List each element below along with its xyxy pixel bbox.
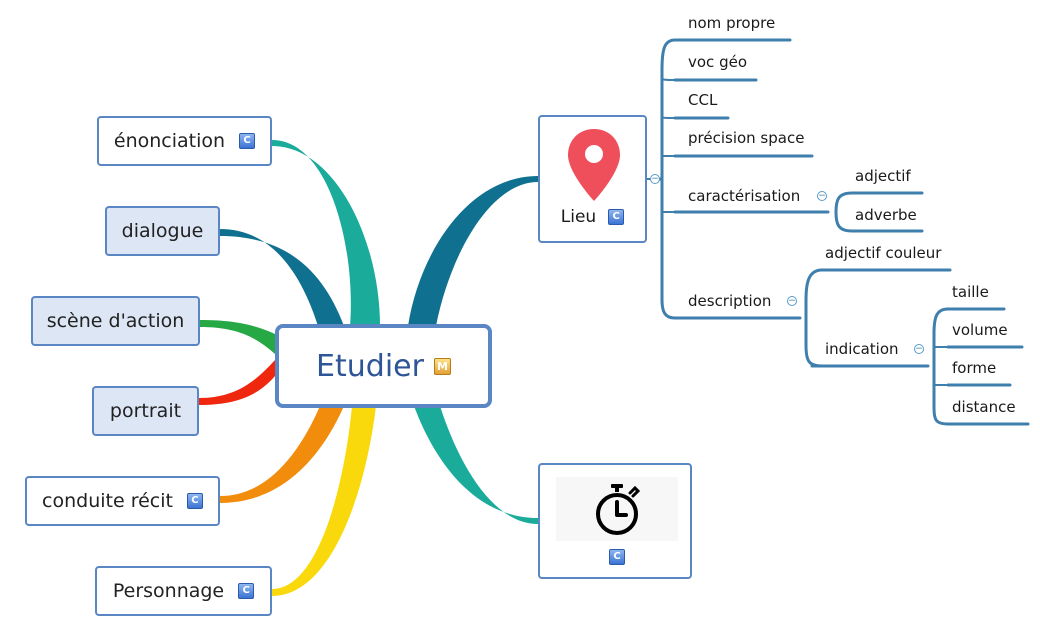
callout-badge-icon[interactable]: C xyxy=(609,549,625,565)
callout-badge-icon[interactable]: C xyxy=(239,133,256,149)
lieu-child-link-2 xyxy=(661,116,676,119)
branch-portrait xyxy=(199,360,275,405)
node-timer[interactable]: C xyxy=(538,463,692,579)
topic-adjectif-couleur[interactable]: adjectif couleur xyxy=(825,244,942,262)
branch-lieu xyxy=(408,176,538,326)
topic-forme[interactable]: forme xyxy=(952,359,997,377)
node-label: portrait xyxy=(109,400,182,422)
topic-volume[interactable]: volume xyxy=(952,321,1008,339)
node-label: dialogue xyxy=(121,220,204,242)
node-lieu[interactable]: Lieu C xyxy=(538,115,647,243)
node-label: Personnage xyxy=(112,580,225,602)
callout-badge-icon[interactable]: C xyxy=(186,493,203,509)
node-dialogue[interactable]: dialogue xyxy=(105,206,220,256)
map-pin-icon xyxy=(568,129,620,201)
branch-enonciation xyxy=(272,140,380,326)
branch-scene-action xyxy=(200,320,275,354)
callout-badge-icon[interactable]: C xyxy=(608,209,625,225)
node-label: conduite récit xyxy=(42,490,173,512)
topic-adverbe[interactable]: adverbe xyxy=(855,206,917,224)
node-personnage[interactable]: Personnage C xyxy=(95,566,272,616)
timer-image xyxy=(556,477,678,541)
indication-fork xyxy=(908,307,950,426)
topic-caracterisation[interactable]: caractérisation xyxy=(688,187,801,205)
topic-adjectif[interactable]: adjectif xyxy=(855,167,911,185)
lieu-child-link-1 xyxy=(661,77,676,81)
branch-personnage xyxy=(272,406,376,596)
node-scene-action[interactable]: scène d'action xyxy=(31,296,200,346)
node-label: scène d'action xyxy=(46,310,185,332)
topic-taille[interactable]: taille xyxy=(952,283,989,301)
description-fork xyxy=(784,268,824,368)
node-portrait[interactable]: portrait xyxy=(92,386,199,436)
topic-description[interactable]: description xyxy=(688,292,772,310)
node-label: énonciation xyxy=(113,130,226,152)
topic-precision-space[interactable]: précision space xyxy=(688,129,805,147)
node-label: Lieu xyxy=(560,207,597,227)
node-enonciation[interactable]: énonciation C xyxy=(97,116,272,166)
topic-indication[interactable]: indication xyxy=(825,340,899,358)
lieu-trunk xyxy=(660,38,677,320)
topic-distance[interactable]: distance xyxy=(952,398,1016,416)
collapse-indication-icon[interactable]: − xyxy=(914,344,924,354)
branch-conduite-recit xyxy=(220,406,344,503)
stopwatch-icon xyxy=(596,484,641,535)
callout-badge-icon[interactable]: C xyxy=(238,583,255,599)
central-topic[interactable]: Etudier M xyxy=(275,324,492,408)
collapse-caracterisation-icon[interactable]: − xyxy=(817,191,827,201)
marker-badge-icon[interactable]: M xyxy=(433,357,451,375)
collapse-lieu-icon[interactable]: − xyxy=(650,174,660,184)
node-conduite-recit[interactable]: conduite récit C xyxy=(25,476,220,526)
topic-nom-propre[interactable]: nom propre xyxy=(688,14,776,32)
topic-ccl[interactable]: CCL xyxy=(688,91,718,109)
caracterisation-fork xyxy=(810,191,854,233)
branch-dialogue xyxy=(220,229,344,326)
topic-voc-geo[interactable]: voc géo xyxy=(688,53,747,71)
collapse-description-icon[interactable]: − xyxy=(787,296,797,306)
branch-timer xyxy=(414,406,538,524)
central-topic-label: Etudier xyxy=(316,348,424,384)
